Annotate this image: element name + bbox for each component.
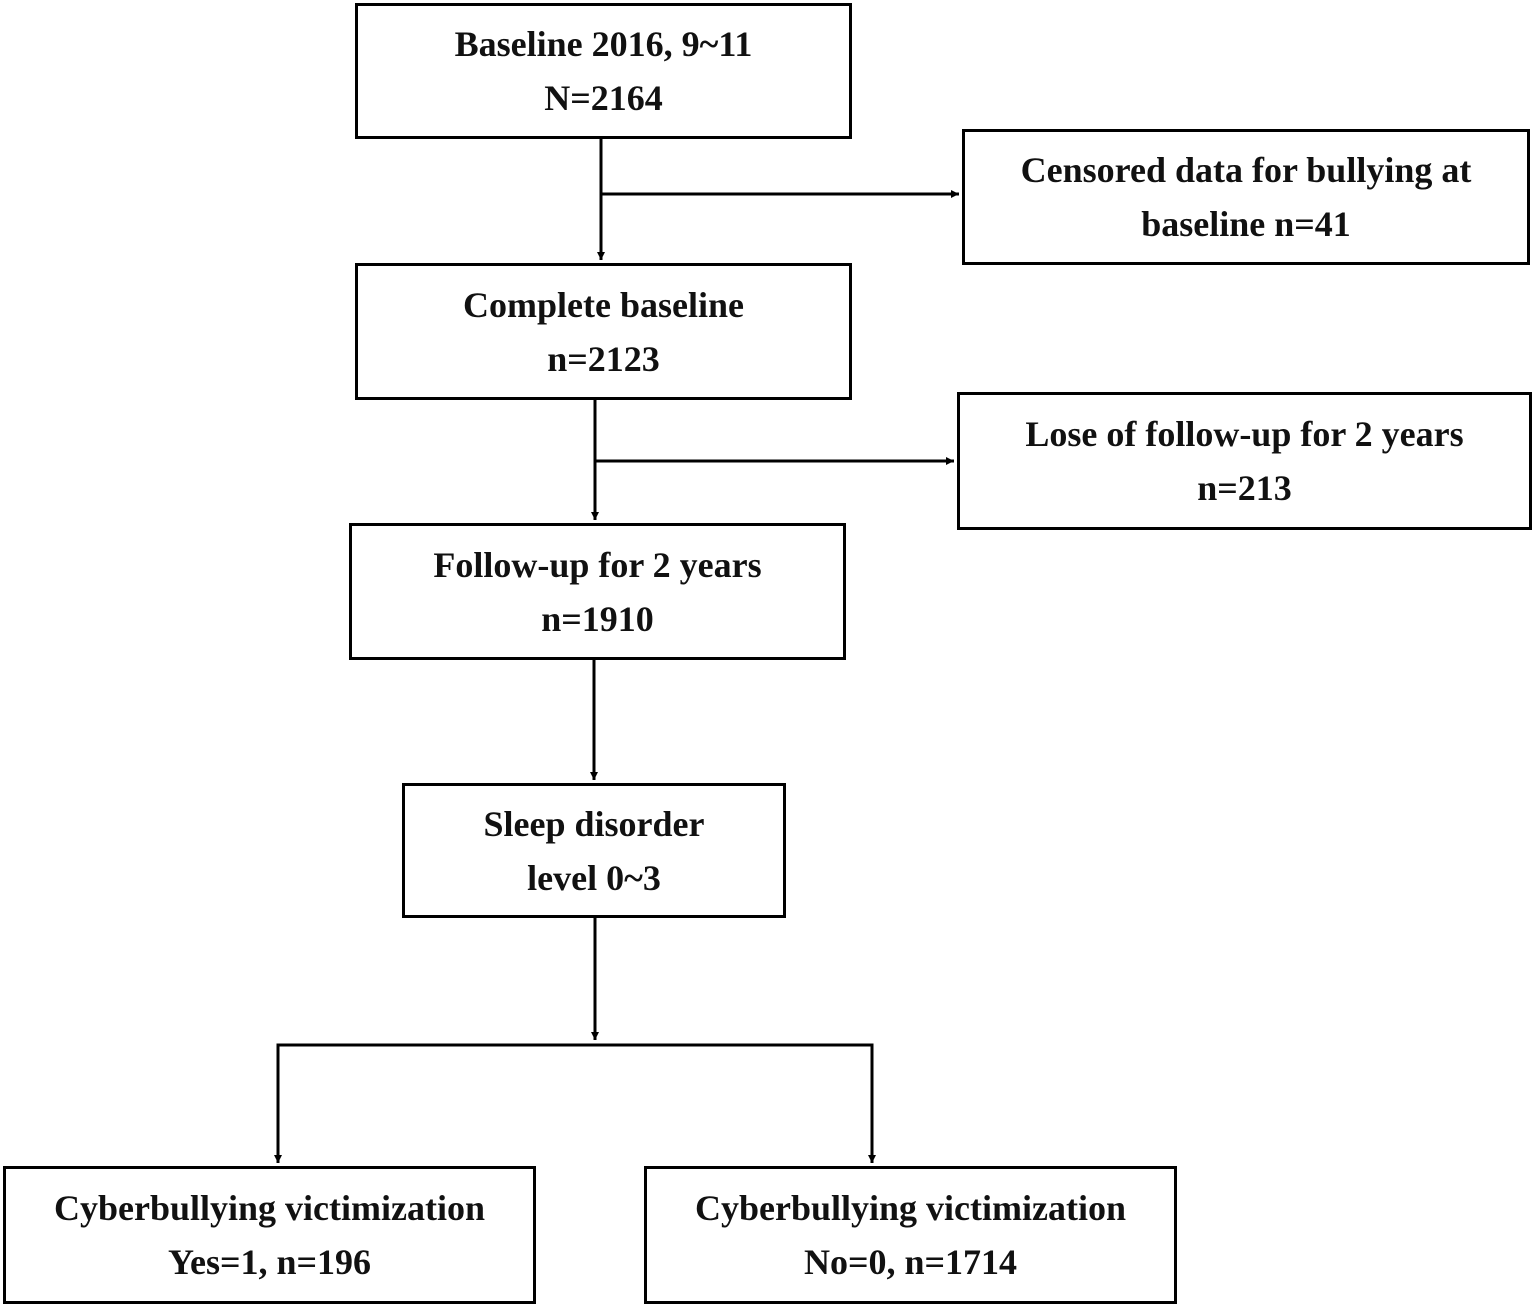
node-victimization-no-line2: No=0, n=1714 [803, 1242, 1018, 1282]
node-victimization-yes-line1: Cyberbullying victimization [54, 1188, 485, 1228]
node-censored-line1: Censored data for bullying at [1020, 150, 1472, 190]
node-victimization-yes-line2: Yes=1, n=196 [167, 1242, 372, 1282]
node-sleep-disorder-line1: Sleep disorder [483, 803, 705, 844]
node-baseline-line1: Baseline 2016, 9~11 [454, 24, 753, 64]
node-baseline: Baseline 2016, 9~11 N=2164 [355, 3, 852, 139]
node-baseline-line2: N=2164 [544, 78, 663, 118]
node-sleep-disorder: Sleep disorder level 0~3 [402, 783, 786, 918]
node-lost-to-follow-up: Lose of follow-up for 2 years n=213 [957, 392, 1532, 530]
edge-split-bar [276, 1043, 874, 1163]
node-lost-to-follow-up-line1: Lose of follow-up for 2 years [1025, 414, 1464, 454]
node-follow-up-line2: n=1910 [541, 598, 654, 639]
node-victimization-no-line1: Cyberbullying victimization [695, 1188, 1126, 1228]
node-complete-baseline: Complete baseline n=2123 [355, 263, 852, 400]
node-censored: Censored data for bullying at baseline n… [962, 129, 1530, 265]
node-complete-baseline-line2: n=2123 [547, 338, 660, 379]
node-victimization-yes: Cyberbullying victimization Yes=1, n=196 [3, 1166, 536, 1304]
node-sleep-disorder-line2: level 0~3 [527, 857, 661, 898]
node-victimization-no: Cyberbullying victimization No=0, n=1714 [644, 1166, 1177, 1304]
node-lost-to-follow-up-line2: n=213 [1197, 468, 1292, 508]
node-follow-up: Follow-up for 2 years n=1910 [349, 523, 846, 660]
node-follow-up-line1: Follow-up for 2 years [433, 544, 762, 585]
node-complete-baseline-line1: Complete baseline [463, 284, 744, 325]
node-censored-line2: baseline n=41 [1141, 204, 1351, 244]
